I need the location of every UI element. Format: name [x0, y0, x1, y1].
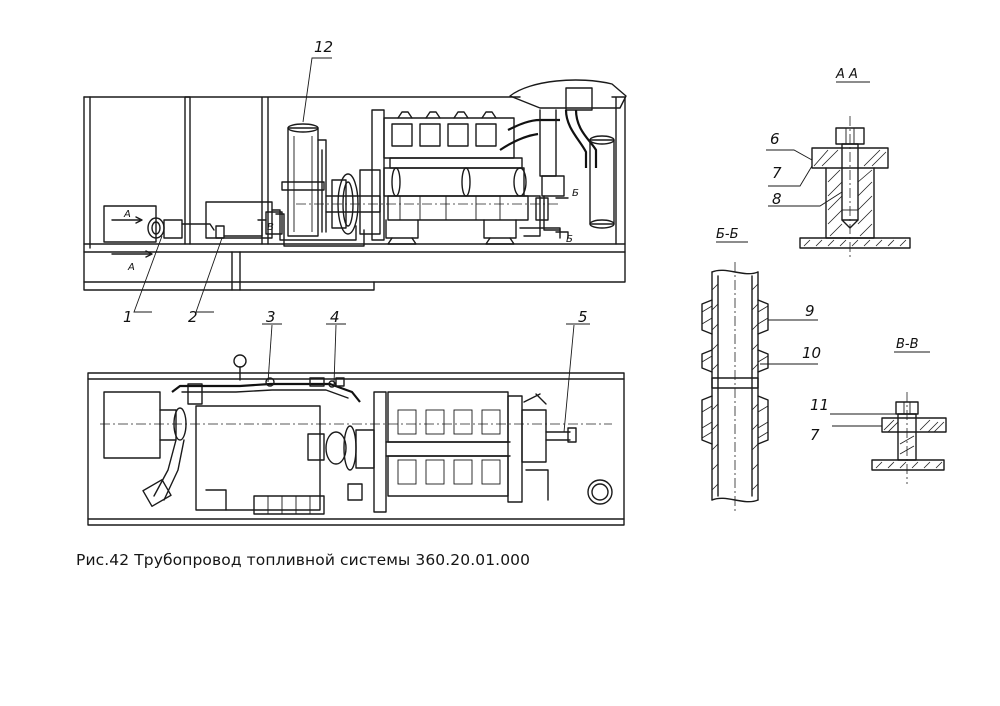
callout-labels: 1 2 3 4 5 12 6 7 8 9 10 11 7 [123, 38, 829, 444]
marker-a-lower: А [127, 262, 135, 273]
section-a-a [766, 81, 911, 260]
callout-6: 6 [770, 130, 780, 148]
callout-4: 4 [330, 308, 340, 326]
callout-2: 2 [188, 308, 198, 326]
marker-b-lower: Б [566, 234, 573, 245]
figure-caption: Рис.42 Трубопровод топливной системы 360… [76, 551, 531, 569]
marker-v: В [267, 222, 274, 233]
section-title-b-b: Б-Б [716, 227, 739, 242]
section-title-a-a: А А [835, 67, 858, 82]
callout-12: 12 [314, 38, 333, 56]
callout-9: 9 [805, 302, 815, 320]
callout-5: 5 [578, 308, 588, 326]
callout-1: 1 [123, 308, 133, 326]
section-title-v-v: В-В [896, 337, 919, 352]
section-titles: А А Б-Б В-В [716, 67, 919, 352]
section-b-b [701, 241, 818, 512]
section-v-v [830, 351, 947, 484]
callout-8: 8 [772, 190, 782, 208]
callout-3: 3 [266, 308, 276, 326]
side-view [83, 57, 627, 313]
plan-view [87, 323, 625, 526]
marker-b-upper: Б [572, 188, 579, 199]
marker-a-upper: А [123, 209, 131, 220]
view-markers: А А Б Б В [123, 188, 579, 273]
callout-7: 7 [772, 164, 782, 182]
callout-7b: 7 [810, 426, 820, 444]
callout-11: 11 [810, 396, 829, 414]
callout-10: 10 [802, 344, 821, 362]
